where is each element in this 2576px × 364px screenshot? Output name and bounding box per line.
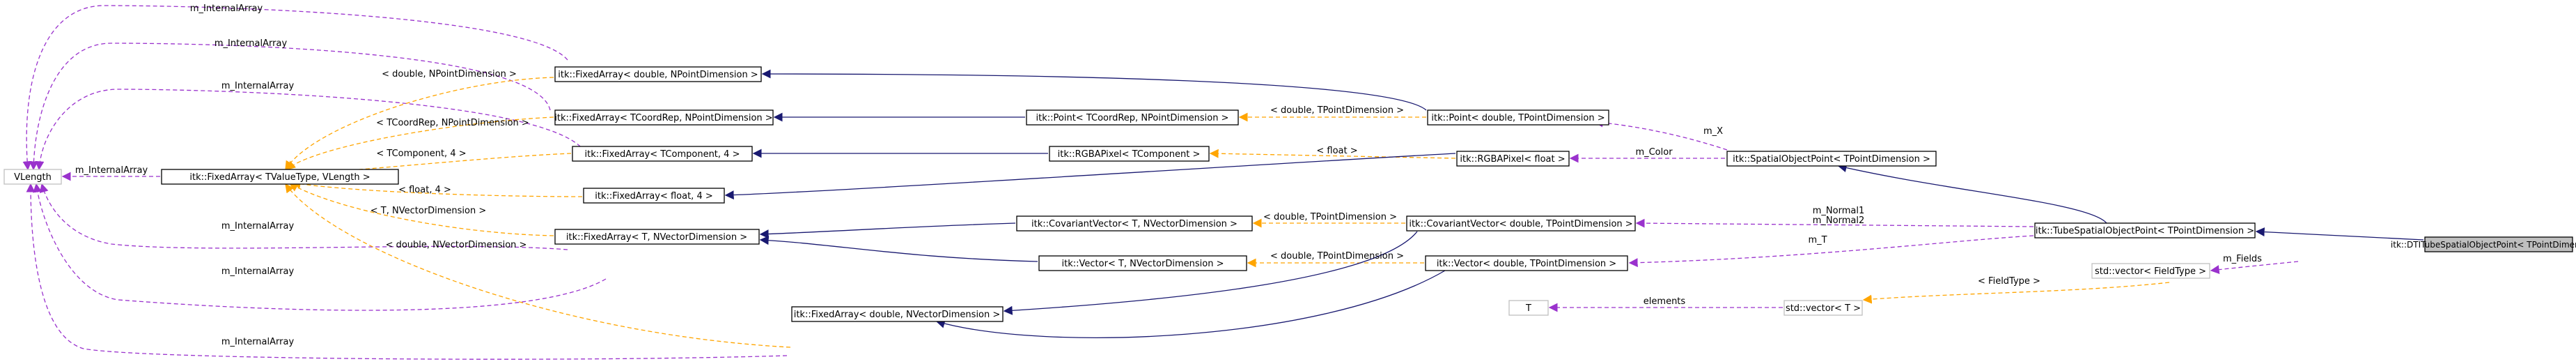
node-fixedarray-tcoordrep-label: itk::FixedArray< TCoordRep, NPointDimens… — [554, 113, 772, 123]
edge-inherit-covvec-double — [1003, 231, 1418, 315]
edge-inherit-covvec-t — [759, 222, 1016, 239]
node-fixedarray-tcomponent4[interactable]: itk::FixedArray< TComponent, 4 > — [572, 146, 753, 162]
edge-inherit-vector-t — [759, 236, 1038, 262]
edge-template-tcoordrep — [286, 116, 554, 170]
node-rgba-float[interactable]: itk::RGBAPixel< float > — [1456, 151, 1570, 167]
label-template-float4: < float, 4 > — [398, 185, 451, 195]
edge-m-fields — [2210, 261, 2299, 275]
node-vector-double[interactable]: itk::Vector< double, TPointDimension > — [1425, 255, 1628, 271]
label-m-normal-1: m_Normal1 — [1813, 206, 1864, 216]
node-fixedarray-float4[interactable]: itk::FixedArray< float, 4 > — [583, 188, 725, 204]
edge-m-internal-array-1 — [22, 5, 568, 171]
node-covariantvector-double-label: itk::CovariantVector< double, TPointDime… — [1409, 219, 1632, 229]
node-t-label: T — [1525, 303, 1531, 314]
edge-template-t-nvector — [288, 183, 554, 236]
label-template-double-tpoint-a: < double, TPointDimension > — [1270, 105, 1404, 116]
node-vector-double-label: itk::Vector< double, TPointDimension > — [1437, 259, 1616, 269]
node-fixedarray-tcomponent4-label: itk::FixedArray< TComponent, 4 > — [585, 149, 740, 160]
edge-labels: m_InternalArray m_InternalArray m_Intern… — [75, 3, 2262, 347]
edge-template-rgba-float — [1209, 149, 1456, 159]
edges — [22, 5, 2424, 360]
edge-m-t — [1628, 235, 2034, 268]
node-fixedarray-double-npoint-label: itk::FixedArray< double, NPointDimension… — [558, 70, 758, 80]
node-covariantvector-double[interactable]: itk::CovariantVector< double, TPointDime… — [1406, 215, 1636, 232]
label-elements: elements — [1644, 296, 1686, 307]
node-fixedarray-float4-label: itk::FixedArray< float, 4 > — [595, 191, 713, 202]
node-fixedarray-double-npoint[interactable]: itk::FixedArray< double, NPointDimension… — [554, 66, 762, 82]
label-template-t-nvector: < T, NVectorDimension > — [370, 206, 487, 216]
node-t[interactable]: T — [1508, 300, 1549, 316]
label-template-double-tpoint-c: < double, TPointDimension > — [1270, 251, 1404, 261]
node-vector-t-label: itk::Vector< T, NVectorDimension > — [1062, 259, 1224, 269]
edge-m-internal-array-5 — [39, 183, 568, 250]
node-fixedarray-t-nvector[interactable]: itk::FixedArray< T, NVectorDimension > — [554, 229, 760, 245]
label-template-fieldtype: < FieldType > — [1978, 276, 2040, 287]
edge-m-x — [1593, 118, 1728, 151]
edge-m-normal — [1635, 218, 2034, 228]
label-m-internal-array-3: m_InternalArray — [221, 81, 295, 91]
node-spatialobjectpoint-label: itk::SpatialObjectPoint< TPointDimension… — [1733, 154, 1930, 165]
edge-inherit-rgba-float — [724, 153, 1456, 200]
node-point-tcoordrep-label: itk::Point< TCoordRep, NPointDimension > — [1036, 113, 1229, 123]
node-dtitubespatialobjectpoint[interactable]: itk::DTITubeSpatialObjectPoint< TPointDi… — [2391, 236, 2576, 252]
label-template-double-nvector: < double, NVectorDimension > — [386, 240, 527, 250]
edge-inherit-vector-double — [935, 270, 1446, 338]
label-m-internal-array-6: m_InternalArray — [221, 266, 295, 277]
node-fixedarray-tvaluetype[interactable]: itk::FixedArray< TValueType, VLength > — [161, 169, 399, 185]
node-std-vector-fieldtype-label: std::vector< FieldType > — [2095, 266, 2206, 277]
edge-m-internal-array-2 — [29, 43, 551, 171]
edge-inherit-point-double — [761, 69, 1427, 111]
label-m-x: m_X — [1703, 126, 1723, 137]
edge-m-internal-array-7 — [26, 183, 788, 360]
node-covariantvector-t-label: itk::CovariantVector< T, NVectorDimensio… — [1031, 219, 1238, 229]
label-m-color: m_Color — [1635, 147, 1673, 158]
node-std-vector-t-label: std::vector< T > — [1786, 303, 1861, 314]
node-point-tcoordrep[interactable]: itk::Point< TCoordRep, NPointDimension > — [1026, 109, 1239, 126]
node-std-vector-t[interactable]: std::vector< T > — [1783, 300, 1863, 316]
edge-template-double-npoint — [285, 77, 554, 171]
node-dtitubespatialobjectpoint-label: itk::DTITubeSpatialObjectPoint< TPointDi… — [2391, 240, 2576, 250]
node-rgba-tcomponent[interactable]: itk::RGBAPixel< TComponent > — [1049, 146, 1210, 162]
label-m-fields: m_Fields — [2223, 254, 2262, 264]
label-m-internal-array-5: m_InternalArray — [221, 221, 295, 232]
edge-m-internal-array-3 — [35, 89, 586, 171]
edge-inherit-dti-tube — [2255, 227, 2424, 241]
node-fixedarray-double-nvector[interactable]: itk::FixedArray< double, NVectorDimensio… — [791, 306, 1004, 322]
label-template-float: < float > — [1316, 146, 1357, 156]
label-m-t: m_T — [1808, 235, 1827, 245]
node-fixedarray-double-nvector-label: itk::FixedArray< double, NVectorDimensio… — [794, 310, 1001, 320]
label-template-tcoordrep: < TCoordRep, NPointDimension > — [376, 118, 529, 128]
label-template-tcomponent4: < TComponent, 4 > — [376, 149, 466, 159]
node-point-double-label: itk::Point< double, TPointDimension > — [1431, 113, 1605, 123]
node-vlength-label: VLength — [14, 172, 52, 183]
edge-m-internal-array-6 — [33, 183, 607, 311]
label-m-internal-array-1: m_InternalArray — [190, 3, 263, 14]
label-m-internal-array-7: m_InternalArray — [221, 337, 295, 347]
label-m-internal-array-4: m_InternalArray — [75, 165, 148, 176]
node-point-double[interactable]: itk::Point< double, TPointDimension > — [1427, 109, 1609, 126]
label-template-double-tpoint-b: < double, TPointDimension > — [1263, 212, 1397, 222]
label-m-normal-2: m_Normal2 — [1813, 215, 1864, 226]
node-vlength[interactable]: VLength — [3, 169, 62, 185]
node-covariantvector-t[interactable]: itk::CovariantVector< T, NVectorDimensio… — [1016, 215, 1253, 232]
node-tubespatialobjectpoint-label: itk::TubeSpatialObjectPoint< TPointDimen… — [2036, 226, 2254, 236]
node-vector-t[interactable]: itk::Vector< T, NVectorDimension > — [1038, 255, 1247, 271]
node-std-vector-fieldtype[interactable]: std::vector< FieldType > — [2091, 263, 2210, 279]
node-rgba-tcomponent-label: itk::RGBAPixel< TComponent > — [1058, 149, 1201, 160]
node-tubespatialobjectpoint[interactable]: itk::TubeSpatialObjectPoint< TPointDimen… — [2034, 222, 2256, 238]
nodes: VLength itk::FixedArray< TValueType, VLe… — [3, 66, 2576, 322]
node-spatialobjectpoint[interactable]: itk::SpatialObjectPoint< TPointDimension… — [1726, 151, 1937, 167]
node-fixedarray-t-nvector-label: itk::FixedArray< T, NVectorDimension > — [566, 232, 747, 243]
label-template-double-npoint: < double, NPointDimension > — [382, 69, 517, 79]
edge-inherit-tube-spatial — [1837, 163, 2107, 224]
node-fixedarray-tvaluetype-label: itk::FixedArray< TValueType, VLength > — [189, 172, 370, 183]
edge-template-fieldtype — [1862, 282, 2170, 304]
node-rgba-float-label: itk::RGBAPixel< float > — [1460, 154, 1565, 165]
edge-template-double-nvector — [285, 183, 791, 348]
label-m-internal-array-2: m_InternalArray — [214, 38, 288, 49]
node-fixedarray-tcoordrep[interactable]: itk::FixedArray< TCoordRep, NPointDimens… — [554, 109, 774, 126]
